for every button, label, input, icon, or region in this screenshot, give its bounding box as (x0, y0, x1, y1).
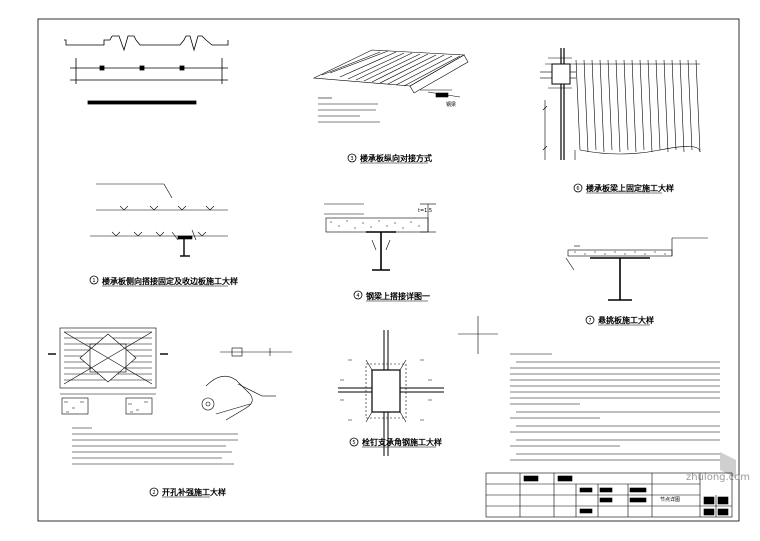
svg-text:7: 7 (588, 318, 591, 324)
svg-text:1: 1 (92, 278, 95, 284)
title-block: 节点详图 (485, 472, 733, 518)
detail-3-label: 楼承板纵向对接方式 (360, 153, 432, 163)
detail-5-drawing (338, 316, 498, 456)
detail-1-drawing (90, 183, 228, 257)
general-notes (510, 353, 720, 461)
detail-3-isometric: 钢梁 (312, 49, 469, 123)
detail-7-label: 悬挑板施工大样 (597, 315, 654, 325)
detail-5-title: 5 栓钉支承角钢施工大样 (349, 437, 442, 448)
svg-text:3: 3 (350, 156, 353, 162)
sheet-border (37, 18, 740, 522)
detail-6-label: 楼承板梁上固定施工大样 (586, 183, 674, 193)
deck-profile-section (64, 35, 229, 105)
beam-label: 钢梁 (446, 101, 456, 108)
detail-4-title: 4 钢梁上搭接详图一 (353, 290, 430, 302)
detail-6-title: 6 楼承板梁上固定施工大样 (573, 183, 674, 194)
detail-2-notes (72, 427, 238, 465)
detail-1-label: 楼承板侧向搭接固定及收边板施工大样 (102, 276, 238, 286)
thickness-label: t=1.5 (418, 208, 432, 214)
detail-1-title: 1 楼承板侧向搭接固定及收边板施工大样 (89, 275, 238, 287)
drawing-name: 节点详图 (660, 496, 680, 503)
svg-text:5: 5 (352, 440, 355, 446)
detail-5-label: 栓钉支承角钢施工大样 (362, 437, 442, 447)
detail-7-title: 7 悬挑板施工大样 (585, 315, 654, 326)
detail-6-drawing (540, 48, 701, 160)
detail-7-drawing (565, 237, 708, 301)
detail-3-title: 3 楼承板纵向对接方式 (347, 153, 432, 164)
svg-text:2: 2 (152, 490, 155, 496)
detail-2-title: 2 开孔补强施工大样 (149, 487, 226, 498)
svg-text:6: 6 (576, 186, 579, 192)
svg-text:4: 4 (356, 293, 359, 299)
detail-4-label: 钢梁上搭接详图一 (366, 291, 430, 301)
watermark: zhulong.com (686, 452, 750, 483)
detail-4-drawing: t=1.5 (324, 203, 436, 271)
detail-2-drawing (48, 327, 292, 421)
detail-2-label: 开孔补强施工大样 (162, 487, 226, 497)
svg-text:zhulong.com: zhulong.com (686, 472, 750, 483)
